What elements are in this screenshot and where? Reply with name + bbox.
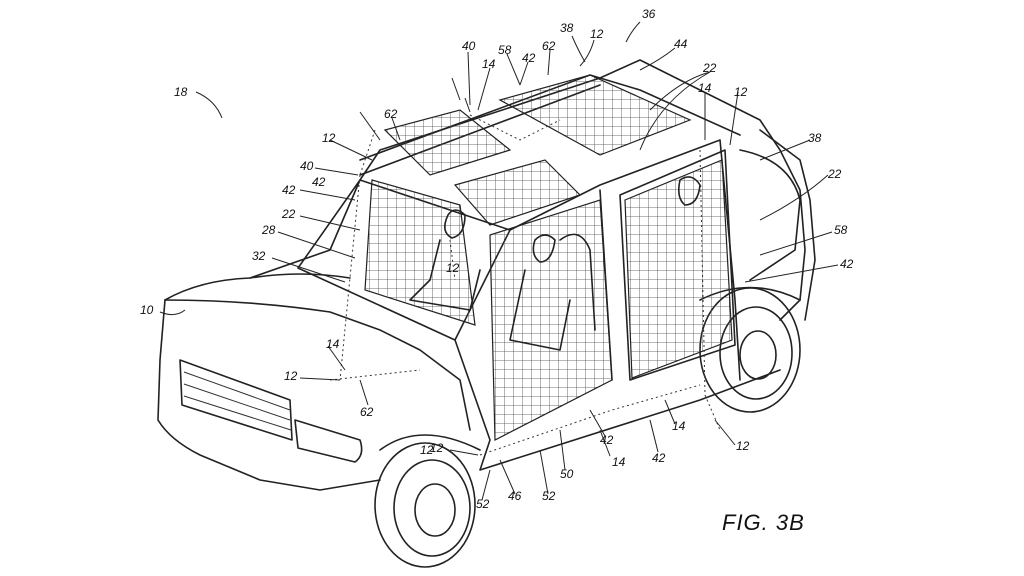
ref-numeral: 38 (808, 131, 822, 145)
ref-numeral: 14 (326, 337, 340, 351)
ref-numeral: 10 (140, 303, 154, 317)
ref-numeral: 12 (446, 261, 460, 275)
figure-caption: FIG. 3B (722, 510, 805, 536)
ref-numeral: 50 (560, 467, 574, 481)
ref-numeral: 62 (384, 107, 398, 121)
ref-numeral: 12 (736, 439, 750, 453)
ref-numeral: 36 (642, 7, 656, 21)
ref-numeral: 22 (702, 61, 717, 75)
ref-numeral: 38 (560, 21, 574, 35)
ref-numeral: 58 (498, 43, 512, 57)
ref-numeral: 40 (300, 159, 314, 173)
ref-numeral: 14 (672, 419, 686, 433)
ref-numeral: 42 (652, 451, 666, 465)
ref-numeral: 40 (462, 39, 476, 53)
ref-numeral: 46 (508, 489, 522, 503)
ref-numeral: 22 (281, 207, 296, 221)
ref-numeral: 32 (252, 249, 266, 263)
ref-numeral: 42 (522, 51, 536, 65)
ref-numeral: 18 (174, 85, 188, 99)
ref-numeral: 42 (282, 183, 296, 197)
ref-numeral: 12 (322, 131, 336, 145)
ref-numeral: 42 (840, 257, 854, 271)
ref-numeral: 12 (590, 27, 604, 41)
ref-numeral: 12 (284, 369, 298, 383)
ref-numeral: 28 (261, 223, 276, 237)
ref-numeral: 22 (827, 167, 842, 181)
ref-numeral: 42 (600, 433, 614, 447)
ref-numeral: 12 (734, 85, 748, 99)
ref-numeral: 14 (612, 455, 626, 469)
ref-numeral: 62 (542, 39, 556, 53)
ref-numeral: 44 (674, 37, 688, 51)
ref-numeral: 52 (476, 497, 490, 511)
ref-numeral: 14 (482, 57, 496, 71)
ref-numeral: 42 (312, 175, 326, 189)
ref-numeral: 58 (834, 223, 848, 237)
ref-numeral: 62 (360, 405, 374, 419)
ref-numeral: 52 (542, 489, 556, 503)
ref-numeral: 14 (698, 81, 712, 95)
ref-numeral: 12 (420, 443, 434, 457)
